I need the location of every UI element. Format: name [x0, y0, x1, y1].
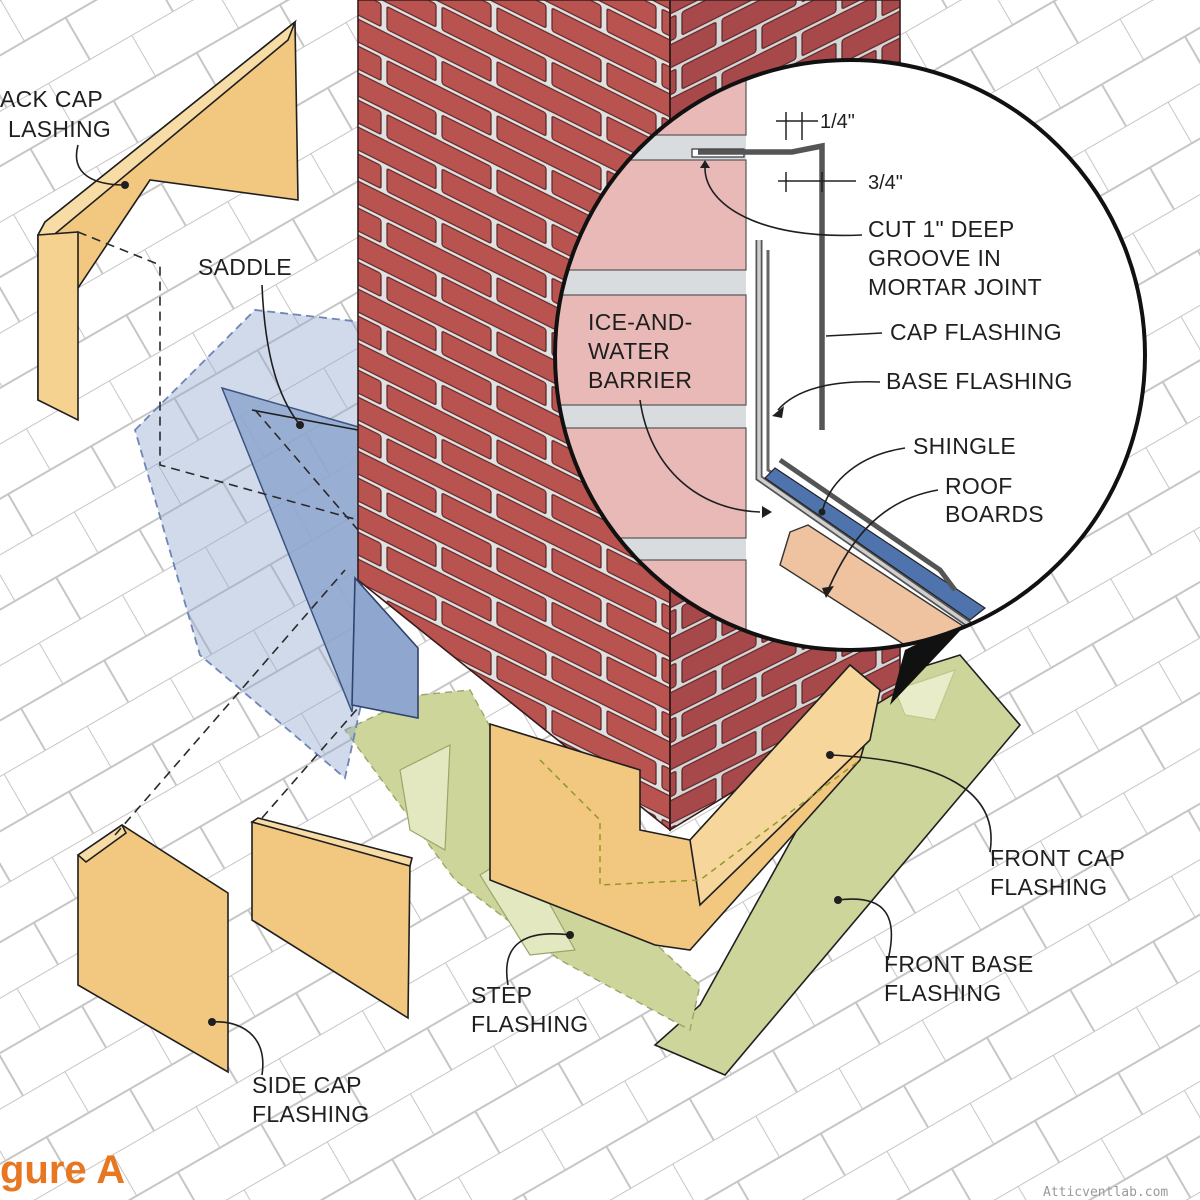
front-cap-hidden-line: [539, 759, 861, 886]
side-cap-guide-2: [261, 707, 359, 819]
saddle-wedge: [351, 575, 419, 719]
arrowhead-roof-boards: [822, 586, 834, 598]
front-cap-flashing-side: [689, 663, 881, 907]
label-base-flashing: BASE FLASHING: [886, 368, 1073, 394]
side-cap-flashing-right-lip: [250, 817, 413, 867]
label-shingle: SHINGLE: [913, 433, 1016, 459]
cap-flashing-line: [698, 142, 825, 430]
leader-dots: [121, 181, 842, 1026]
label-groove: CUT 1" DEEP GROOVE IN MORTAR JOINT: [868, 216, 1042, 300]
shingle-top-layer: [778, 457, 957, 592]
saddle-edge: [251, 409, 359, 431]
label-cap-flashing: CAP FLASHING: [890, 319, 1062, 345]
label-roof-boards: ROOF BOARDS: [945, 473, 1044, 527]
shingle-shape: [764, 467, 987, 621]
label-ice-and-water-barrier: ICE-AND- WATER BARRIER: [588, 309, 699, 393]
step-flashing-pieces: [399, 744, 451, 852]
leader-ice-water: [639, 399, 761, 513]
back-cap-flashing-flange: [37, 231, 79, 422]
side-cap-guide-1: [114, 569, 346, 836]
front-base-flashing-tab: [894, 669, 957, 721]
detail-callout-pointer: [890, 615, 975, 705]
arrowhead-groove: [700, 160, 710, 168]
label-front-cap-flashing: FRONT CAP FLASHING: [990, 845, 1131, 900]
leader-back-cap: [75, 144, 126, 186]
arrowhead-ice-water: [762, 506, 772, 518]
detail-circle-border: [553, 58, 1147, 652]
figure-label: gure A: [0, 1148, 125, 1192]
label-saddle: SADDLE: [198, 254, 292, 280]
leader-shingle: [821, 447, 906, 513]
label-back-cap-flashing: ACK CAP LASHING: [0, 86, 111, 142]
watermark: Atticventlab.com: [1043, 1185, 1168, 1200]
label-step-flashing: STEP FLASHING: [471, 982, 588, 1037]
leader-saddle: [261, 284, 301, 426]
dimension-three-quarter-inch: 3/4": [868, 172, 903, 194]
leader-groove: [704, 167, 863, 237]
saddle-guide: [254, 409, 359, 531]
label-front-base-flashing: FRONT BASE FLASHING: [884, 951, 1040, 1006]
dimension-marks: [776, 112, 856, 192]
arrowhead-base-flashing: [772, 406, 784, 418]
inset-brick: [555, 294, 747, 406]
leader-front-cap: [829, 754, 992, 853]
label-side-cap-flashing: SIDE CAP FLASHING: [252, 1072, 369, 1127]
base-flashing-inner: [757, 240, 972, 627]
leader-roof-boards: [827, 489, 939, 591]
leader-base-flashing: [777, 380, 881, 411]
leader-step: [505, 933, 571, 986]
dimension-quarter-inch: 1/4": [820, 111, 855, 133]
leader-cap-flashing: [825, 332, 883, 337]
leader-side-cap: [211, 1021, 264, 1076]
leader-front-base: [837, 898, 893, 961]
back-cap-guide: [77, 231, 359, 521]
side-cap-flashing-left-lip: [76, 823, 128, 864]
